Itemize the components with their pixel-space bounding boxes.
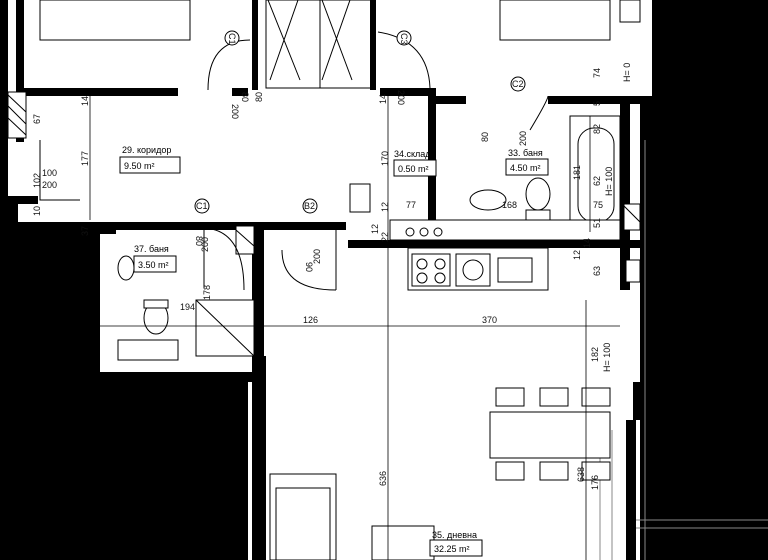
dim-200d: 200 (518, 131, 528, 146)
dim-h100a: H= 100 (604, 167, 614, 196)
room-name-bath37: 37. баня (134, 244, 169, 254)
dim-h100b: H= 100 (602, 343, 612, 372)
dim-168: 168 (502, 200, 517, 210)
dim-74: 74 (592, 68, 602, 78)
dim-200f: 200 (312, 249, 322, 264)
bathtub (569, 115, 621, 233)
dim-90: 90 (304, 262, 314, 272)
dim-200b: 200 (396, 90, 406, 105)
dim-12c: 12 (572, 250, 582, 260)
dim-82: 82 (592, 124, 602, 134)
vertical-dimensions: 200 80 14 80 14 200 74 H= 0 67 177 102 1… (32, 63, 632, 490)
dining-set (489, 387, 611, 481)
door-tags (194, 30, 526, 214)
dim-181: 181 (572, 165, 582, 180)
dim-14c: 14 (582, 238, 592, 248)
dim-h0: H= 0 (622, 63, 632, 82)
room-area-bath33: 4.50 m² (510, 163, 541, 173)
dim-200a: 200 (230, 104, 240, 119)
dim-182: 182 (590, 347, 600, 362)
dim-80d: 80 (194, 236, 204, 246)
dim-5: 5 (592, 101, 602, 106)
dim-194: 194 (180, 302, 195, 312)
dim-14b: 14 (378, 94, 388, 104)
dim-75: 75 (593, 200, 603, 210)
room-name-corridor: 29. коридор (122, 145, 171, 155)
dim-67: 67 (32, 114, 42, 124)
door-tag-c2: C2 (512, 79, 524, 89)
door-tag-c3: C3 (399, 33, 409, 45)
dim-80a: 80 (240, 92, 250, 102)
room-area-bath37: 3.50 m² (138, 260, 169, 270)
room-name-storage: 34.склад (394, 149, 431, 159)
room-label-boxes (119, 156, 549, 557)
dim-200c: 200 (42, 180, 57, 190)
door-tag-c1-top: C1 (227, 33, 237, 45)
dim-14a: 14 (80, 96, 90, 106)
door-tag-c1-mid: C1 (196, 201, 208, 211)
door-swings (39, 31, 549, 291)
room-area-storage: 0.50 m² (398, 164, 429, 174)
facade-lines (599, 140, 768, 560)
dim-80c: 80 (480, 132, 490, 142)
dim-126: 126 (303, 315, 318, 325)
dim-77: 77 (406, 200, 416, 210)
dim-12b: 12 (370, 224, 380, 234)
dim-176: 176 (590, 475, 600, 490)
dim-62: 62 (592, 176, 602, 186)
dim-636: 636 (378, 471, 388, 486)
hatched-columns (7, 0, 641, 283)
dim-80b: 80 (254, 92, 264, 102)
room-name-living: 35. дневна (432, 530, 477, 540)
dim-51: 51 (592, 218, 602, 228)
dim-370: 370 (482, 315, 497, 325)
dim-10: 10 (32, 206, 42, 216)
dim-177: 177 (80, 151, 90, 166)
dim-170: 170 (380, 151, 390, 166)
dim-12a: 12 (380, 202, 390, 212)
kitchen-counter (389, 219, 621, 291)
room-name-bath33: 33. баня (508, 148, 543, 158)
dim-102: 102 (32, 173, 42, 188)
room-area-living: 32.25 m² (434, 544, 470, 554)
room-area-corridor: 9.50 m² (124, 161, 155, 171)
dim-37: 37 (80, 226, 90, 236)
dimension-lines (89, 94, 620, 560)
dim-200e: 200 (200, 237, 210, 252)
sofa (269, 473, 435, 560)
wardrobe (265, 0, 375, 89)
door-tag-b2: B2 (304, 201, 315, 211)
dim-100a: 100 (42, 168, 57, 178)
dim-22: 22 (380, 232, 390, 242)
beds (39, 0, 611, 41)
dim-638: 638 (576, 467, 586, 482)
dim-63: 63 (592, 266, 602, 276)
dim-178: 178 (202, 285, 212, 300)
